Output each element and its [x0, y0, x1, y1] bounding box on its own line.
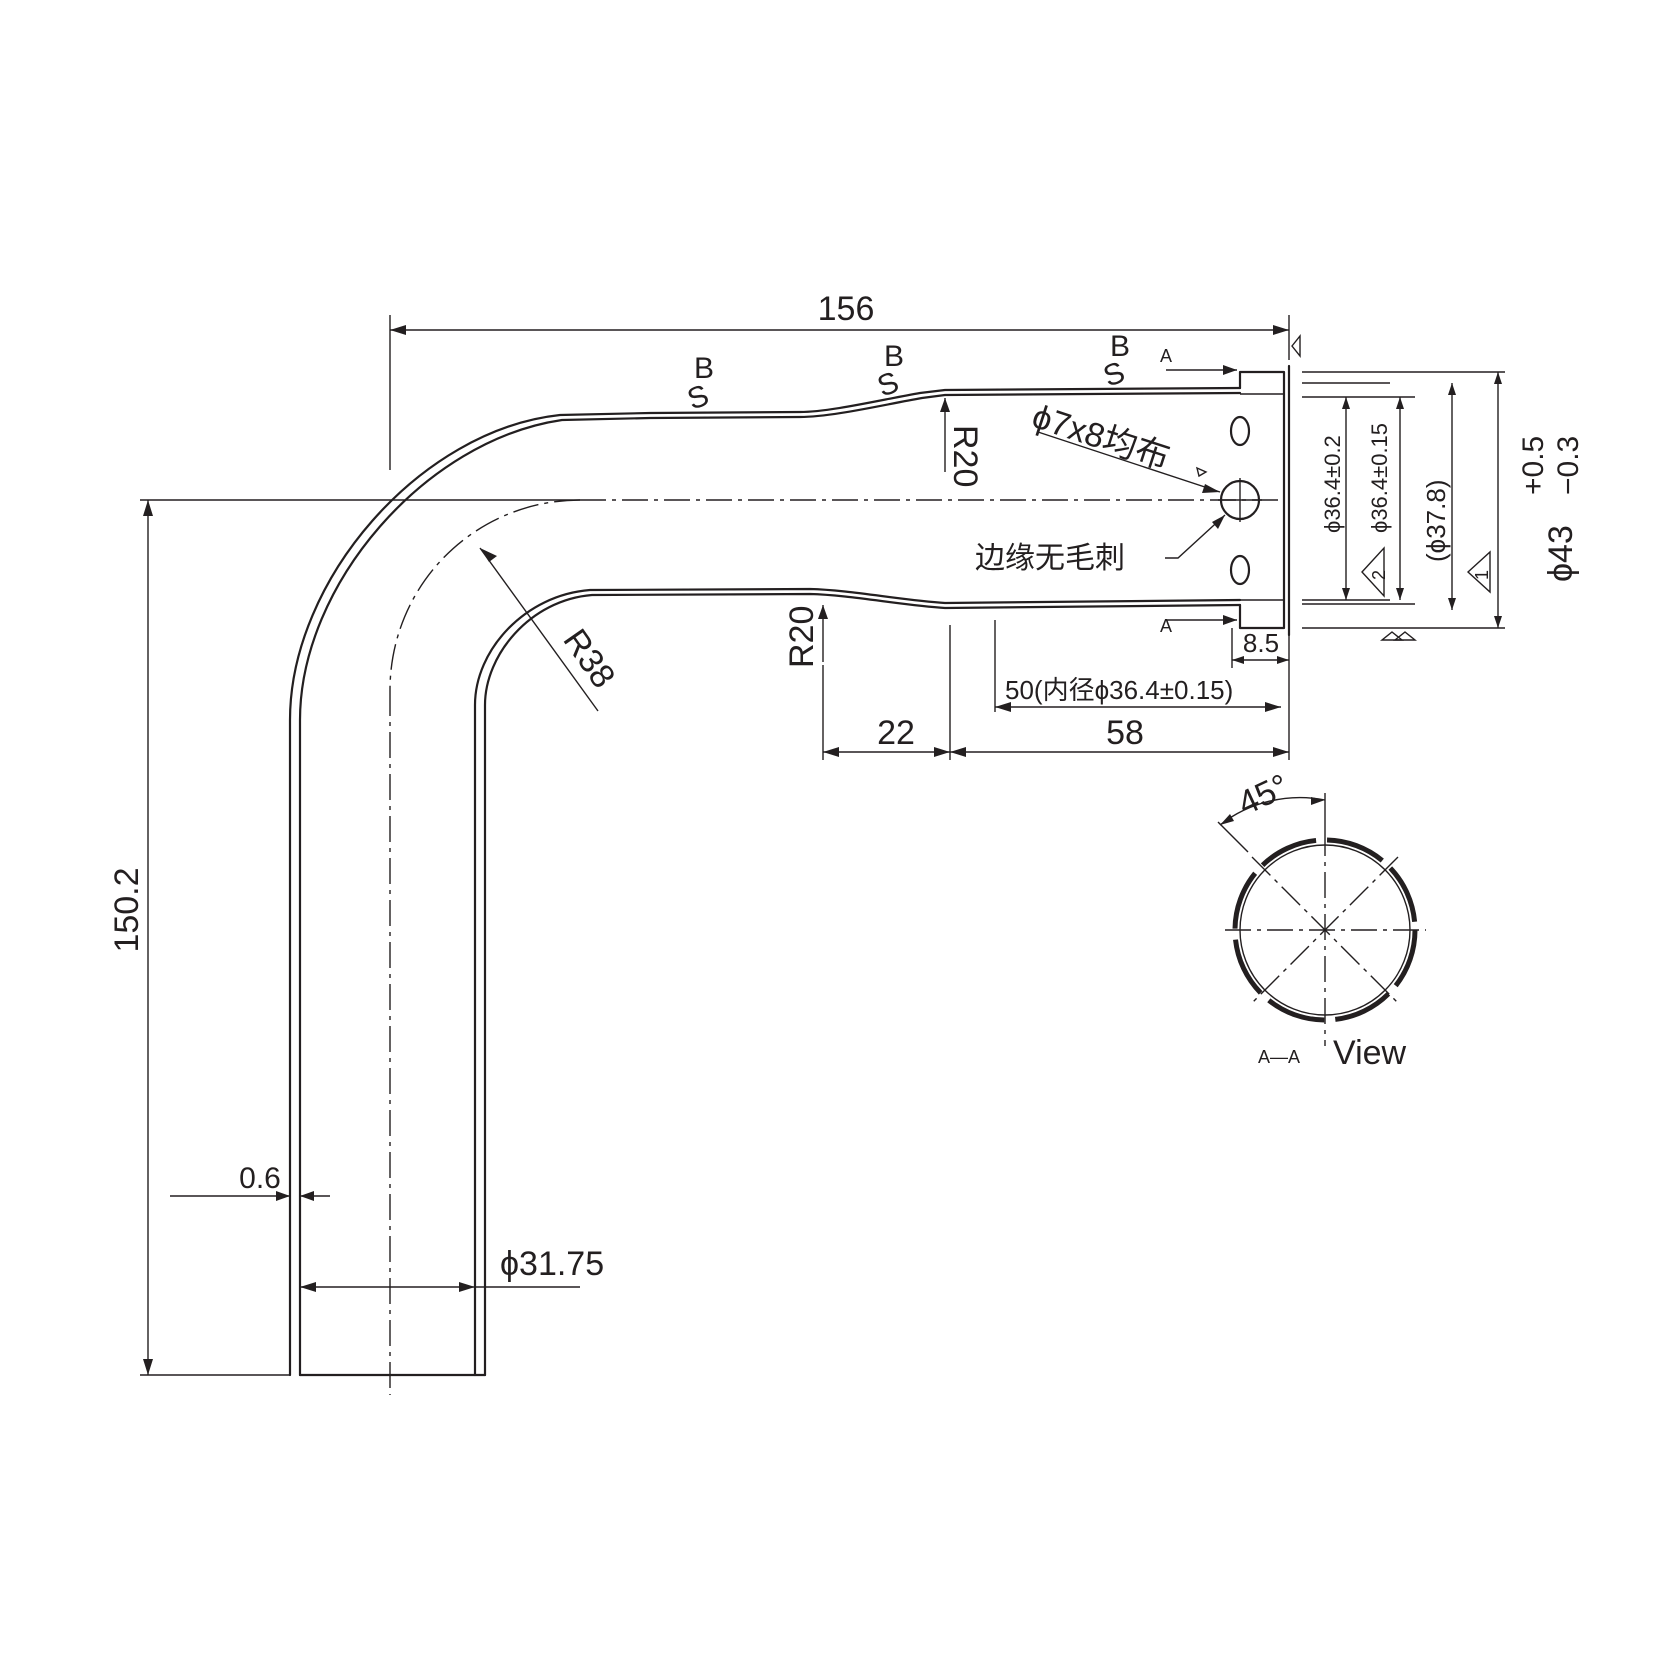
dim-r38-label: R38 [556, 622, 623, 695]
weld-mark-2-b: B [884, 340, 904, 373]
deburr-note: 边缘无毛刺 [975, 514, 1226, 575]
dim-height: 150.2 [108, 500, 290, 1376]
dim-150-label: 150.2 [108, 867, 146, 952]
dim-tube-dia: ϕ31.75 [300, 1245, 604, 1292]
special-mark-1-triangle [1466, 550, 1491, 594]
section-angle-label: 45° [1232, 767, 1295, 823]
dim-r20-upper: R20 [940, 398, 984, 487]
section-arrows: A A [1160, 346, 1237, 636]
section-view: 45° A—A View [1217, 767, 1426, 1072]
special-marks: 2 1 [1291, 334, 1492, 641]
weld-marks: S B S B S B [683, 330, 1130, 417]
center-lines [140, 499, 1280, 1395]
section-view-word: View [1333, 1034, 1407, 1072]
dim-58-label: 58 [1106, 714, 1144, 752]
dim-r20-lower: R20 [783, 605, 828, 668]
dim-expanded-length: 50(内径ϕ36.4±0.15) [994, 620, 1281, 712]
deburr-label: 边缘无毛刺 [975, 542, 1125, 575]
hole-note: ϕ7x8均布 [1028, 397, 1221, 493]
bottom-small-mark-2 [1393, 631, 1417, 641]
special-mark-2-label: 2 [1369, 570, 1389, 580]
dim-31-75-label: ϕ31.75 [500, 1245, 604, 1283]
dim-overall-length: 156 [389, 290, 1290, 470]
dim-lengths: 22 58 [822, 625, 1290, 760]
dim-156-label: 156 [818, 290, 875, 328]
inner-dia-2-label: ϕ36.4±0.15 [1367, 423, 1392, 533]
special-mark-2-triangle [1361, 546, 1385, 598]
dim-22-label: 22 [877, 714, 915, 752]
hole-upper [1229, 415, 1251, 447]
weld-mark-3-b: B [1110, 330, 1130, 363]
inner-dia-1-label: ϕ36.4±0.2 [1320, 435, 1345, 533]
diameter-dims: ϕ36.4±0.2 ϕ36.4±0.15 (ϕ37.8) ϕ43 +0.5 −0… [1302, 371, 1585, 629]
holes [1218, 415, 1262, 586]
outer-tol-upper: +0.5 [1517, 436, 1550, 495]
dim-50-label: 50(内径ϕ36.4±0.15) [1005, 675, 1233, 705]
dim-r20-lower-label: R20 [783, 606, 821, 668]
section-caption: A—A [1258, 1047, 1300, 1067]
tube-body [288, 364, 1291, 1377]
dim-r20-upper-label: R20 [946, 425, 984, 487]
hole-lower [1229, 554, 1251, 586]
dim-0-6-label: 0.6 [239, 1162, 281, 1195]
dim-wall: 0.6 [170, 1162, 330, 1201]
dim-8-5-label: 8.5 [1243, 628, 1279, 658]
section-marker-bottom: A [1160, 616, 1172, 636]
section-marker-top: A [1160, 346, 1172, 366]
bottom-small-mark [1380, 631, 1404, 641]
top-small-mark [1291, 334, 1301, 358]
dim-bend-radius: R38 [479, 547, 623, 712]
hole-spec-label: ϕ7x8均布 [1028, 397, 1175, 477]
ref-dia-label: (ϕ37.8) [1421, 480, 1451, 562]
weld-mark-1-b: B [694, 352, 714, 385]
special-mark-1-label: 1 [1472, 570, 1492, 580]
outer-dia-label: ϕ43 [1542, 525, 1580, 582]
outer-tol-lower: −0.3 [1552, 436, 1585, 495]
dim-flange: 8.5 [1231, 628, 1289, 668]
